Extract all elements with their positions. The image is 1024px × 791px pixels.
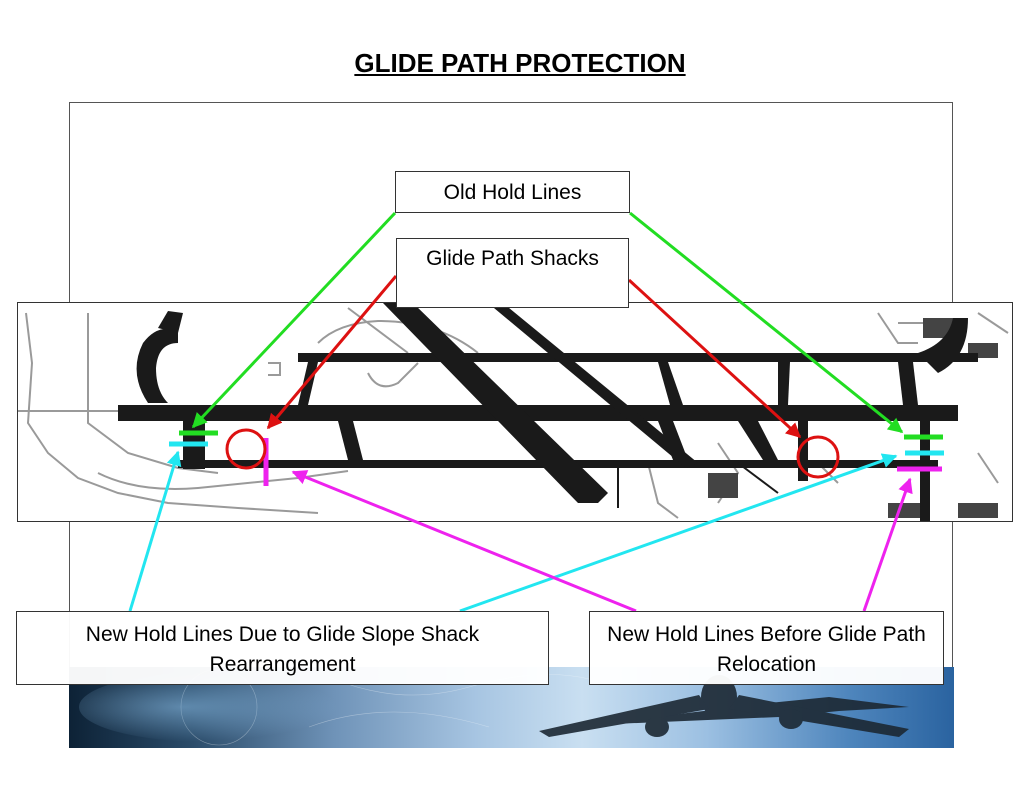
new-hold-lines-before-relocation-label: New Hold Lines Before Glide Path Relocat… xyxy=(589,611,944,685)
new-hold-lines-rearrangement-label: New Hold Lines Due to Glide Slope Shack … xyxy=(16,611,549,685)
airfield-diagram xyxy=(18,303,1009,521)
glide-path-shacks-label: Glide Path Shacks xyxy=(396,238,629,308)
old-hold-lines-label: Old Hold Lines xyxy=(395,171,630,213)
airport-map xyxy=(17,302,1013,522)
page-title: GLIDE PATH PROTECTION xyxy=(354,48,686,78)
airplane-icon xyxy=(180,668,909,746)
